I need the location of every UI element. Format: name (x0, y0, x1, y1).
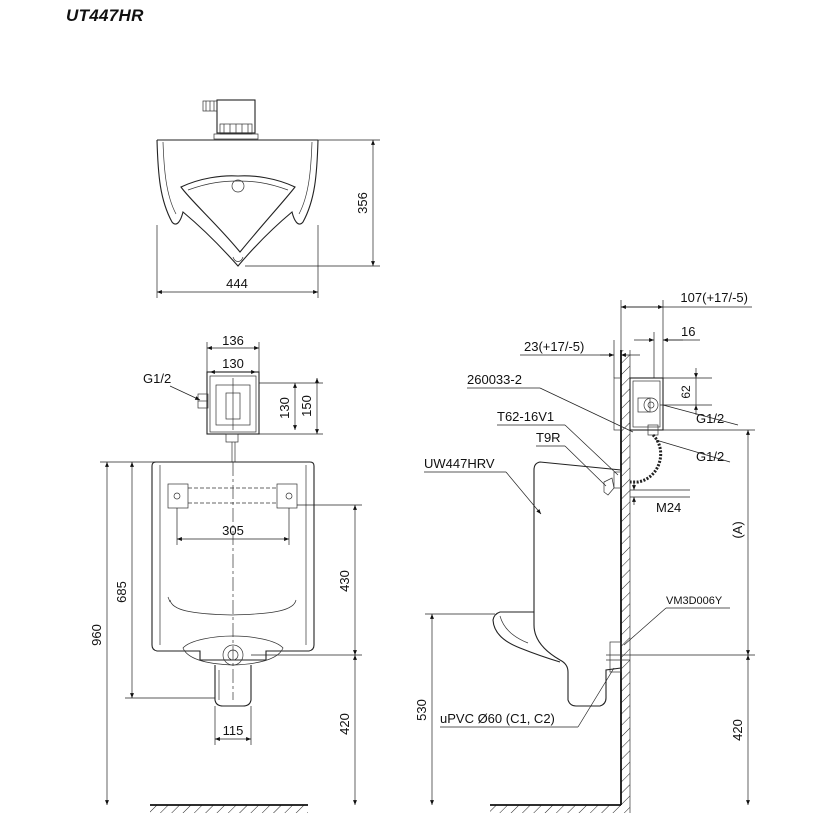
label-g12-front: G1/2 (143, 371, 171, 386)
label-960: 960 (89, 624, 104, 646)
label-305: 305 (222, 523, 244, 538)
side-thread-dimension: M24 (630, 482, 690, 515)
front-mount-spacing-dimension: 305 (176, 508, 290, 545)
model-title: UT447HR (66, 6, 144, 25)
top-view: 356 444 (156, 99, 380, 298)
side-urinal-profile (492, 461, 630, 707)
front-box-width-dimensions: 136 130 (206, 333, 260, 374)
label-430: 430 (337, 570, 352, 592)
side-offset-16-dimension: 16 (634, 324, 700, 378)
label-107: 107(+17/-5) (680, 290, 748, 305)
front-floor (150, 804, 308, 813)
label-upvc: uPVC Ø60 (C1, C2) (440, 711, 555, 726)
front-height-dimensions: 960 685 (89, 461, 215, 805)
front-inlet-label: G1/2 (143, 371, 201, 401)
front-valve-box (197, 371, 260, 462)
front-view: 136 130 130 150 G1/2 (89, 333, 362, 813)
side-part-labels: 260033-2 T62-16V1 T9R UW447HRV (424, 372, 634, 515)
label-62: 62 (679, 385, 693, 399)
label-23: 23(+17/-5) (524, 339, 584, 354)
side-outlet-height-dimension: 420 (730, 655, 750, 805)
label-130h: 130 (277, 397, 292, 419)
side-offset-107-dimension: 107(+17/-5) (620, 290, 752, 378)
label-260033-2: 260033-2 (467, 372, 522, 387)
label-530: 530 (414, 699, 429, 721)
side-variable-height-dimension: (A) (630, 429, 755, 656)
label-g12-side-1: G1/2 (696, 411, 724, 426)
side-wall-offset-23-dimension: 23(+17/-5) (520, 339, 640, 378)
side-outlet-part-label: VM3D006Y (623, 595, 730, 646)
label-150: 150 (299, 395, 314, 417)
side-valve-62-dimension: 62 (660, 368, 712, 415)
front-outlet-width-dimension: 115 (214, 706, 252, 745)
side-inlet-labels: G1/2 G1/2 (655, 404, 739, 464)
label-444: 444 (226, 276, 248, 291)
label-t62-16v1: T62-16V1 (497, 409, 554, 424)
label-420-side: 420 (730, 719, 745, 741)
front-right-dimensions: 430 420 (251, 504, 362, 805)
label-356: 356 (355, 192, 370, 214)
label-136: 136 (222, 333, 244, 348)
side-valve-box (613, 377, 664, 436)
front-box-height-dimensions: 130 150 (259, 378, 323, 435)
label-115: 115 (223, 723, 244, 738)
top-valve-box (202, 99, 259, 140)
top-width-dimension: 444 (156, 225, 319, 298)
label-t9r: T9R (536, 430, 561, 445)
label-16: 16 (681, 324, 695, 339)
side-rim-height-dimension: 530 (414, 613, 495, 805)
label-m24: M24 (656, 500, 681, 515)
label-vm3d006y: VM3D006Y (666, 595, 723, 607)
label-uw447hrv: UW447HRV (424, 456, 495, 471)
label-g12-side-2: G1/2 (696, 449, 724, 464)
front-urinal-body (151, 461, 315, 707)
label-a: (A) (730, 521, 745, 538)
top-urinal-outline (156, 139, 319, 267)
side-view: 107(+17/-5) 16 23(+17/-5) 62 (414, 290, 755, 813)
side-flex-hose (630, 433, 663, 484)
label-685: 685 (114, 581, 129, 603)
label-420-front: 420 (337, 713, 352, 735)
label-130w: 130 (222, 356, 244, 371)
side-drain-pipe-label: uPVC Ø60 (C1, C2) (440, 667, 615, 728)
top-depth-dimension: 356 (245, 139, 380, 267)
